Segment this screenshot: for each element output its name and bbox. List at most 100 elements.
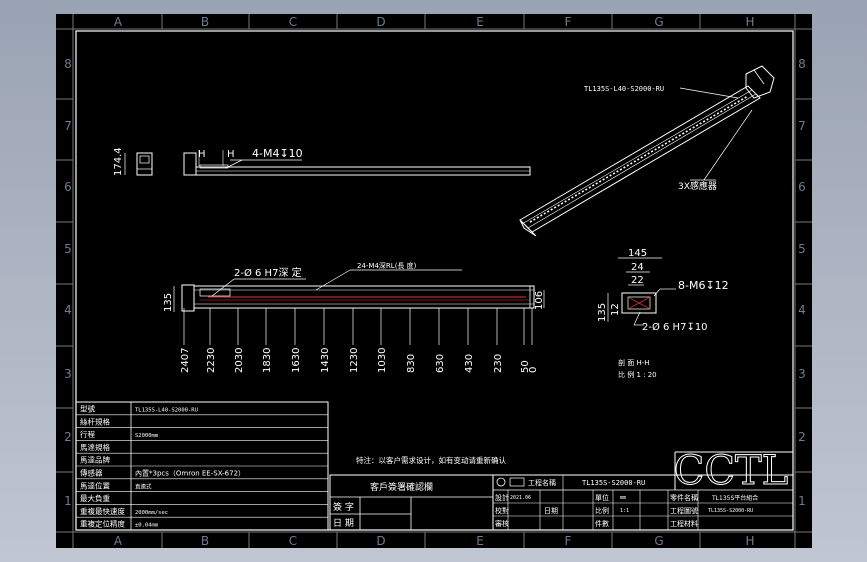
dim-135-front: 135 [163,293,174,312]
material-label: 工程材料 [670,519,698,528]
design-note: 特注：以客户需求设计，如有变动请重新确认 [356,455,506,465]
zone-number: 7 [64,119,72,133]
dim-24: 24 [631,262,644,273]
spec-label: 重複最快速度 [80,506,125,516]
dim-12: 12 [610,303,621,316]
zone-numbers-right: 8 7 6 5 4 3 2 1 [798,57,806,508]
zone-number: 6 [64,180,72,194]
confirm-title: 客戶簽署確認欄 [370,481,433,493]
drawing-no-value: TL135S-S2000-RU [708,508,753,514]
position-label: 830 [406,354,417,373]
spec-label: 重複定位精度 [80,519,125,529]
zone-letter: H [745,15,754,29]
iso-view: TL135S-L40-S2000-RU 3X感應器 [519,65,775,237]
spec-value: TL135S-L40-S2000-RU [135,408,198,414]
scale-label: 比例 [595,506,609,515]
position-label: 1830 [262,348,273,373]
zone-letter: B [201,534,209,548]
zone-letter: H [745,534,754,548]
zone-letter: F [565,15,572,29]
zone-number: 4 [64,303,72,317]
section-scale: 比 例 1 : 20 [618,370,657,379]
zone-number: 5 [64,242,72,256]
zone-letter: E [476,15,484,29]
sign-label: 簽 字 [333,501,354,513]
position-label: 1230 [349,348,360,373]
position-label: 1030 [377,348,388,373]
dim-22: 22 [631,275,644,286]
check-date-label: 日期 [544,507,558,515]
pin-callout-section: 2-Ø 6 H7↧10 [642,321,708,333]
top-view: 174.4 H H 4-M4↧10 [113,147,531,176]
position-label: 50 [520,360,531,373]
tap-callout-section: 8-M6↧12 [678,279,729,292]
position-label: 230 [493,354,504,373]
scale-value: 1:1 [620,508,629,514]
zone-letter: E [476,534,484,548]
dim-135-section: 135 [597,303,608,322]
zone-letter: D [376,534,385,548]
zone-number: 1 [798,494,806,508]
spec-value: 直連式 [135,482,152,490]
project-value: TL135S-S2000-RU [582,479,645,487]
unit-value: mm [620,495,626,501]
paper-background [56,14,812,548]
section-profile [621,292,657,314]
zone-letter: D [376,15,385,29]
zone-letters-top: A B C D E F G H [114,15,755,29]
approve-label: 審核 [495,519,509,528]
spec-value: ±0.04mm [135,523,159,529]
section-mark-h: H [198,149,206,160]
position-label: 2030 [234,348,245,373]
zone-number: 8 [798,57,806,71]
dim-106: 106 [534,291,545,310]
slot-callout-front: 24-M4深RL(長 度) [357,261,417,270]
part-name-value: TL135S平台組合 [711,494,758,502]
end-view-small [136,152,153,176]
zone-letter: C [289,534,297,548]
spec-value: S2000mm [135,433,159,439]
zone-numbers-left: 8 7 6 5 4 3 2 1 [64,57,72,508]
check-label: 校對 [495,506,509,515]
zone-number: 2 [798,430,806,444]
spec-label: 馬達位置 [80,480,110,490]
zone-letter: A [114,15,123,29]
spec-value: 內置*3pcs（Omron EE-SX-672） [135,469,245,478]
section-mark-h: H [227,149,235,160]
dim-174: 174.4 [113,147,124,176]
spec-label: 行程 [80,429,95,439]
zone-letters-bottom: A B C D E F G H [114,534,755,548]
iso-motor [745,65,775,99]
zone-number: 8 [64,57,72,71]
hole-callout-front: 2-Ø 6 H7深 定 [234,266,302,279]
sensor-note: 3X感應器 [678,180,717,192]
zone-letter: F [565,534,572,548]
zone-letter: G [654,534,663,548]
tap-callout-top: 4-M4↧10 [252,147,303,160]
zone-number: 4 [798,303,806,317]
zone-number: 3 [798,367,806,381]
unit-label: 單位 [595,493,609,502]
position-label: 430 [464,354,475,373]
position-label: 1430 [320,348,331,373]
position-label: 1630 [291,348,302,373]
spec-label: 馬達品牌 [80,455,110,465]
position-label: 0 [528,367,539,373]
spec-label: 傳感器 [80,468,103,478]
zone-letter: G [654,15,663,29]
spec-value: 2000mm/sec [135,510,168,516]
zone-number: 3 [64,367,72,381]
design-label: 設計 [495,493,509,502]
zone-letter: C [289,15,297,29]
qty-label: 件數 [595,519,609,528]
zone-number: 1 [64,494,72,508]
logo-mark-icon [496,477,506,487]
zone-number: 6 [798,180,806,194]
position-label: 630 [435,354,446,373]
section-caption: 剖 面 H-H [618,358,650,367]
spec-label: 最大負重 [80,493,110,503]
dim-145: 145 [628,248,647,259]
zone-number: 7 [798,119,806,133]
